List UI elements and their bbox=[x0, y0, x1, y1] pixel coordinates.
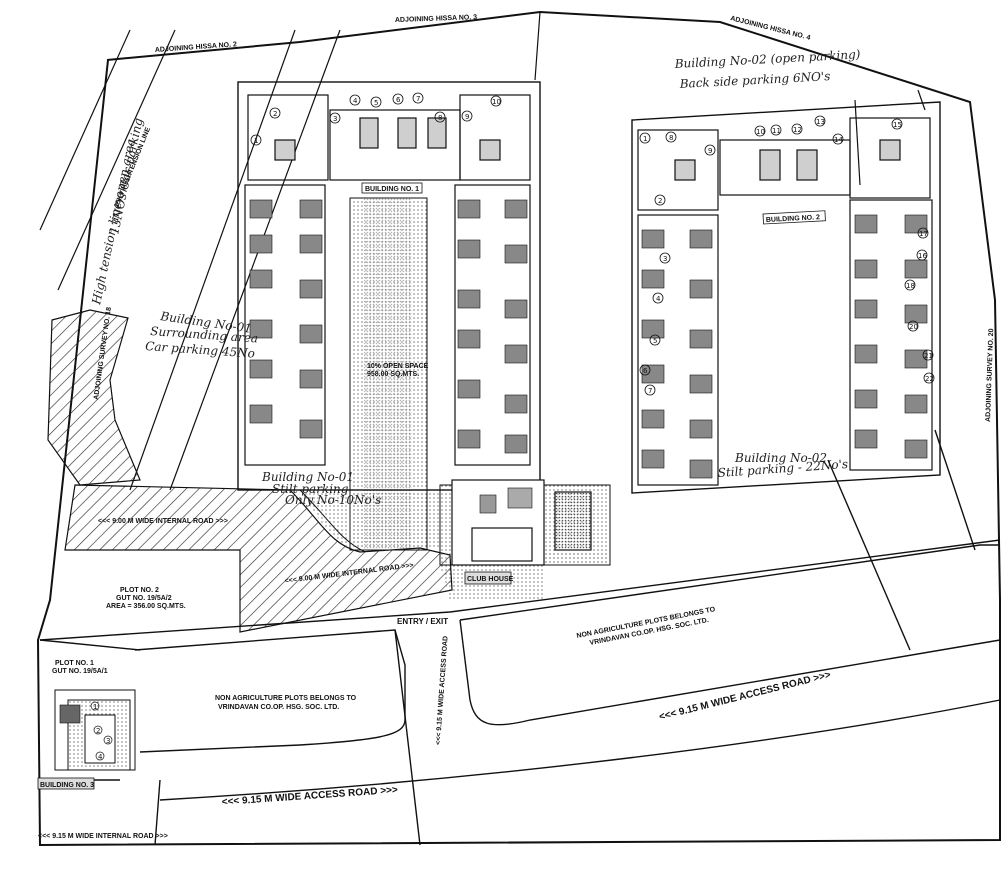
building-2-flat-numbers bbox=[639, 115, 935, 396]
building-2-flat-number-labels: 1 2 3 4 5 6 7 8 9 10 11 12 13 14 15 16 1… bbox=[643, 118, 934, 395]
b1-num-6: 6 bbox=[396, 96, 401, 104]
b2-num-3: 3 bbox=[663, 255, 667, 263]
b2-num-22: 22 bbox=[925, 375, 934, 383]
plot-1-label: PLOT NO. 1 bbox=[55, 660, 94, 667]
b2-num-7: 7 bbox=[648, 387, 652, 395]
b2-num-6: 6 bbox=[643, 367, 648, 375]
b2-num-17: 17 bbox=[919, 230, 928, 238]
b2-num-16: 16 bbox=[918, 252, 927, 260]
high-tension-lines bbox=[39, 11, 541, 491]
b1-stilt-note-1: Building No-01 bbox=[261, 470, 354, 484]
adjoining-survey-20: ADJOINING SURVEY NO. 20 bbox=[985, 328, 995, 422]
b3-num-4: 4 bbox=[98, 753, 103, 761]
b2-num-8: 8 bbox=[669, 134, 673, 142]
building-1-units bbox=[249, 199, 528, 454]
b2-num-13: 13 bbox=[816, 118, 825, 126]
building-3-label: BUILDING NO. 3 bbox=[40, 782, 94, 789]
b2-open-note-2: Back side parking 6NO's bbox=[678, 69, 830, 91]
b3-num-2: 2 bbox=[96, 727, 100, 735]
internal-road-band bbox=[64, 484, 453, 633]
b1-num-5: 5 bbox=[374, 99, 378, 107]
building-2-blocks bbox=[637, 117, 933, 486]
b1-num-4: 4 bbox=[353, 97, 358, 105]
b2-open-note-1: Building No-02 (open parking) bbox=[673, 47, 861, 71]
b2-num-20: 20 bbox=[909, 323, 918, 331]
open-space-label-1: 10% OPEN SPACE bbox=[367, 363, 429, 370]
plot-2-gut: GUT NO. 19/5A/2 bbox=[116, 595, 172, 602]
building-2-units bbox=[641, 214, 928, 479]
hatched-area-left bbox=[47, 309, 141, 486]
internal-road-label-1: <<< 9.00 M WIDE INTERNAL ROAD >>> bbox=[98, 518, 228, 525]
b1-num-3: 3 bbox=[333, 115, 337, 123]
access-road-bottom-label: <<< 9.15 M WIDE ACCESS ROAD >>> bbox=[221, 785, 398, 808]
building-1-blocks bbox=[244, 94, 531, 466]
building-3-plot: 1 2 3 4 bbox=[37, 689, 136, 790]
b2-num-5: 5 bbox=[653, 337, 657, 345]
b1-num-10: 10 bbox=[492, 98, 501, 106]
b1-stilt-note-2: Stilt parking bbox=[272, 482, 349, 496]
nonagri-left-2: VRINDAVAN CO.OP. HSG. SOC. LTD. bbox=[218, 704, 339, 711]
open-space-label-2: 958.00 SQ.MTS. bbox=[367, 371, 419, 378]
building-2-site bbox=[631, 101, 941, 494]
b1-num-1: 1 bbox=[254, 137, 258, 145]
building-1-site bbox=[237, 81, 541, 491]
internal-road-small-label: <<< 9.15 M WIDE INTERNAL ROAD >>> bbox=[38, 833, 168, 840]
b1-num-7: 7 bbox=[416, 95, 420, 103]
building-1-flat-number-labels: 1 2 3 4 5 6 7 8 9 10 bbox=[254, 95, 501, 145]
b1-num-8: 8 bbox=[438, 114, 442, 122]
b2-num-4: 4 bbox=[656, 295, 661, 303]
building-2-label: BUILDING NO. 2 bbox=[766, 214, 820, 224]
b3-num-1: 1 bbox=[93, 703, 97, 711]
b2-num-2: 2 bbox=[658, 197, 662, 205]
club-house-label: CLUB HOUSE bbox=[467, 576, 514, 583]
b2-num-11: 11 bbox=[772, 127, 781, 135]
b2-num-12: 12 bbox=[793, 126, 802, 134]
plot-2-label: PLOT NO. 2 bbox=[120, 587, 159, 594]
adjoining-hissa-3: ADJOINING HISSA NO. 3 bbox=[395, 14, 477, 24]
access-road-right-label: <<< 9.15 M WIDE ACCESS ROAD >>> bbox=[658, 670, 832, 723]
b2-num-9: 9 bbox=[708, 147, 712, 155]
club-house bbox=[439, 479, 611, 600]
ht-note-2: 13NOs Car parking bbox=[107, 116, 145, 235]
building-1-flat-numbers bbox=[250, 92, 502, 146]
b2-num-1: 1 bbox=[643, 135, 647, 143]
b2-num-10: 10 bbox=[756, 128, 765, 136]
access-road-vertical-label: <<< 9.15 M WIDE ACCESS ROAD bbox=[435, 636, 450, 745]
nonagri-left-1: NON AGRICULTURE PLOTS BELONGS TO bbox=[215, 695, 357, 702]
site-boundary bbox=[36, 10, 1001, 847]
b2-stilt-note-1: Building No-02 bbox=[734, 451, 827, 465]
b3-num-3: 3 bbox=[106, 737, 110, 745]
plot-2-area: AREA = 356.00 SQ.MTS. bbox=[106, 603, 186, 610]
plot-1-gut: GUT NO. 19/5A/1 bbox=[52, 668, 108, 675]
entry-exit-label: ENTRY / EXIT bbox=[397, 617, 448, 626]
b1-num-9: 9 bbox=[465, 113, 469, 121]
b2-num-15: 15 bbox=[893, 121, 902, 129]
b1-stilt-note-3: Only No-10No's bbox=[285, 493, 381, 507]
b2-num-14: 14 bbox=[834, 136, 843, 144]
b2-num-21: 21 bbox=[924, 352, 933, 360]
open-space-lower bbox=[300, 490, 440, 552]
building-1-label: BUILDING NO. 1 bbox=[365, 186, 419, 193]
road-lines bbox=[39, 429, 1001, 846]
b1-num-2: 2 bbox=[273, 110, 277, 118]
b2-num-18: 18 bbox=[906, 282, 915, 290]
